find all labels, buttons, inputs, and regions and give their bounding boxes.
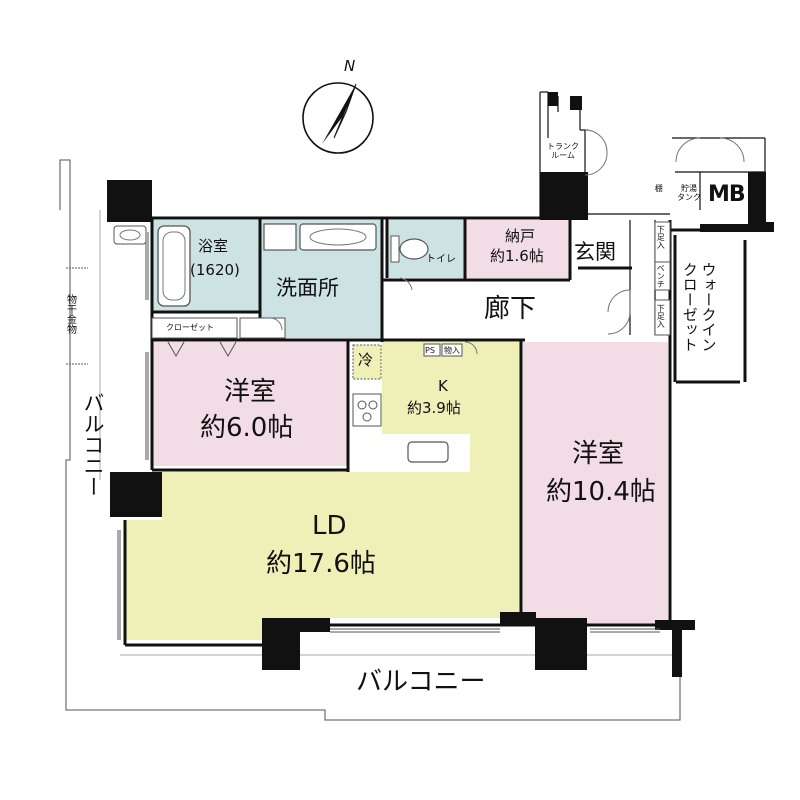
- fridge-label: 冷: [358, 351, 374, 369]
- shoe-cabinet-label: 下足入: [656, 225, 666, 249]
- closet-label: クローゼット: [166, 323, 214, 332]
- washing-machine: [263, 223, 297, 251]
- windows: [117, 232, 660, 640]
- bathtub: [157, 225, 191, 307]
- closet-door-left: [167, 341, 185, 358]
- storage-name: 納戸: [505, 227, 536, 245]
- balcony-south-label: バルコニー: [356, 667, 486, 697]
- toilet-tank: [390, 235, 400, 263]
- bath-size: (1620): [190, 261, 240, 279]
- balcony-west-label: バルコニー: [81, 392, 105, 497]
- burner: [357, 400, 367, 410]
- closet-small: [239, 317, 286, 339]
- shoe-cabinet: [654, 299, 671, 336]
- closet-door-right: [219, 341, 237, 358]
- burner: [368, 400, 378, 410]
- living-name: LD: [312, 511, 347, 541]
- clothes-hanger-label: 物干金物: [64, 294, 76, 334]
- bench: [654, 261, 671, 291]
- bath-name: 浴室: [198, 237, 229, 255]
- wic-name: ウォークイン クローゼット: [680, 262, 718, 352]
- tank-label: 貯湯 タンク: [677, 184, 701, 203]
- mb-name: MB: [708, 182, 746, 207]
- washroom-name: 洗面所: [276, 276, 339, 300]
- east-room-size: 約10.4帖: [546, 477, 656, 507]
- closet-strip: [151, 317, 238, 339]
- wash-basin: [299, 223, 377, 251]
- stove: [352, 393, 382, 427]
- kitchen-name: K: [438, 377, 448, 395]
- ps-box: [423, 343, 441, 357]
- trunk-room-name: トランク ルーム: [547, 142, 579, 161]
- bench-label: ベンチ: [656, 264, 666, 288]
- kitchen-size: 約3.9帖: [407, 399, 461, 417]
- east-room-fill: [523, 342, 668, 625]
- entrance-name: 玄関: [574, 240, 616, 264]
- balcony-outline: [59, 159, 681, 721]
- west-room-name: 洋室: [224, 377, 277, 407]
- wash-basin-bowl: [309, 228, 367, 246]
- hallway-name: 廊下: [484, 294, 537, 324]
- outdoor-sink: [113, 225, 147, 245]
- west-room-fill: [152, 342, 348, 466]
- door-swings: [269, 129, 745, 355]
- kitchen-sink: [407, 441, 449, 463]
- living-size: 約17.6帖: [266, 549, 376, 579]
- fridge-box: [352, 344, 382, 380]
- burner: [362, 412, 372, 422]
- storage-small-box: [441, 343, 463, 357]
- toilet-bowl: [399, 238, 429, 260]
- east-room-name: 洋室: [572, 439, 625, 469]
- shelf-label: 棚: [654, 184, 664, 192]
- bathtub-inner: [162, 231, 186, 301]
- toilet-name: トイレ: [426, 254, 456, 265]
- storage-size: 約1.6帖: [490, 247, 544, 265]
- outdoor-sink-bowl: [119, 229, 141, 241]
- compass-icon: [302, 82, 374, 154]
- structural-columns: [107, 92, 774, 677]
- west-room-size: 約6.0帖: [200, 413, 294, 443]
- living-fill: [125, 342, 520, 640]
- storage-fill: [465, 220, 570, 278]
- shoe-cabinet-label: 下足入: [656, 304, 666, 328]
- storage-small-label: 物入: [444, 346, 460, 355]
- compass-label: N: [344, 57, 356, 75]
- ps-label: PS: [425, 346, 435, 355]
